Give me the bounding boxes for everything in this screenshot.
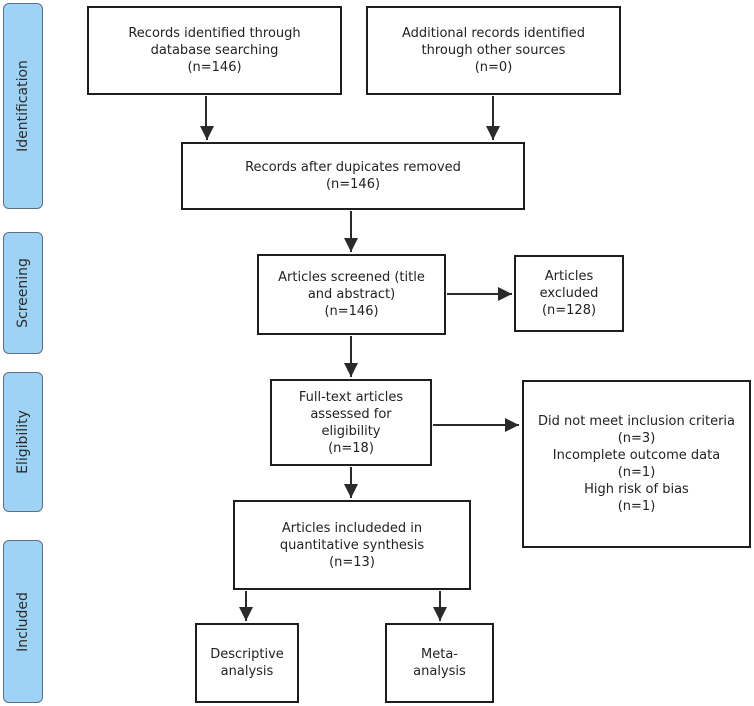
box-additional-records: Additional records identified through ot… bbox=[366, 6, 621, 95]
box-line: (n=1) bbox=[617, 465, 656, 480]
phase-screening: Screening bbox=[3, 232, 43, 354]
box-line: (n=146) bbox=[187, 60, 242, 75]
box-line: (n=146) bbox=[324, 304, 379, 319]
box-line: (n=18) bbox=[328, 440, 374, 456]
box-articles-screened: Articles screened (title and abstract) (… bbox=[257, 254, 446, 335]
box-records-deduplicated: Records after dupicates removed (n=146) bbox=[181, 142, 525, 210]
box-line: (n=1) bbox=[617, 499, 656, 514]
box-included-synthesis: Articles includeded in quantitative synt… bbox=[233, 500, 471, 590]
box-line: (n=128) bbox=[541, 303, 597, 318]
box-line: eligibility bbox=[321, 423, 381, 439]
box-descriptive-analysis: Descriptive analysis bbox=[195, 623, 299, 703]
box-line: (n=0) bbox=[474, 60, 513, 75]
box-meta-analysis: Meta- analysis bbox=[385, 623, 494, 703]
box-line: analysis bbox=[413, 664, 466, 679]
box-line: Did not meet inclusion criteria bbox=[538, 414, 735, 429]
box-database-records: Records identified through database sear… bbox=[87, 6, 342, 95]
box-line: Articles screened (title bbox=[278, 270, 425, 285]
arrow-database-to-dedup bbox=[200, 96, 214, 140]
box-line: Descriptive bbox=[210, 647, 284, 662]
box-line: Records identified through bbox=[128, 26, 301, 41]
box-line: Records after dupicates removed bbox=[245, 160, 461, 175]
box-line: High risk of bias bbox=[584, 482, 689, 497]
phase-identification: Identification bbox=[3, 3, 43, 209]
box-line: and abstract) bbox=[307, 287, 396, 302]
box-line: Articles bbox=[544, 269, 594, 284]
box-fulltext-assessed: Full-text articles assessed for eligibil… bbox=[270, 379, 432, 466]
box-fulltext-excluded-reasons: Did not meet inclusion criteria (n=3) In… bbox=[522, 380, 751, 548]
box-line: Articles includeded in bbox=[281, 520, 423, 536]
box-line: through other sources bbox=[421, 43, 566, 58]
box-articles-excluded: Articles excluded (n=128) bbox=[514, 255, 624, 332]
phase-included: Included bbox=[3, 540, 43, 703]
box-line: (n=146) bbox=[325, 177, 381, 192]
box-line: analysis bbox=[220, 664, 274, 679]
box-line: assessed for bbox=[310, 406, 392, 422]
box-line: database searching bbox=[150, 43, 279, 58]
box-line: Full-text articles bbox=[298, 389, 404, 405]
phase-eligibility: Eligibility bbox=[3, 372, 43, 512]
box-line: excluded bbox=[539, 286, 599, 301]
box-line: Incomplete outcome data bbox=[552, 448, 721, 463]
box-line: Meta- bbox=[421, 647, 458, 662]
box-line: Additional records identified bbox=[401, 26, 586, 41]
box-line: (n=13) bbox=[329, 554, 375, 570]
box-line: (n=3) bbox=[617, 431, 656, 446]
box-line: quantitative synthesis bbox=[279, 537, 425, 553]
